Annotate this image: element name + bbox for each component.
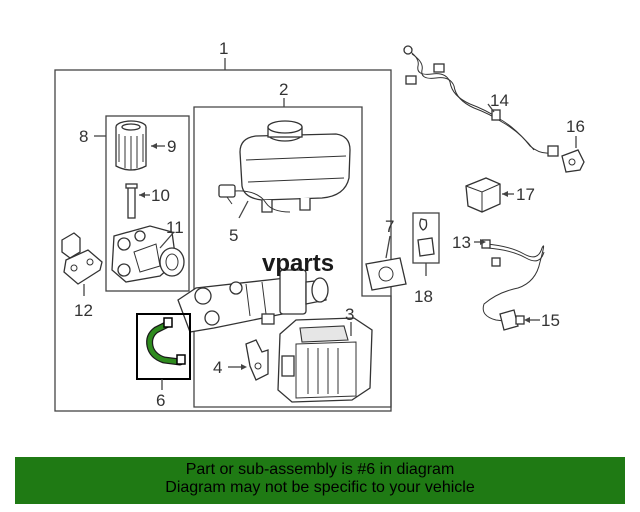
accumulator-cap [115, 120, 147, 171]
clip-set [417, 218, 435, 257]
callout-15[interactable]: 15 [541, 311, 560, 330]
level-sensor-connector [218, 184, 291, 213]
banner-line-2: Diagram may not be specific to your vehi… [165, 479, 475, 496]
callout-12[interactable]: 12 [74, 301, 93, 320]
callout-3[interactable]: 3 [345, 305, 354, 324]
abs-actuator [277, 317, 373, 403]
callout-9[interactable]: 9 [167, 137, 176, 156]
callout-13[interactable]: 13 [452, 233, 471, 252]
callout-14[interactable]: 14 [490, 91, 509, 110]
assembly-1-frame [54, 69, 392, 412]
wire-harness-13 [481, 239, 545, 331]
callout-17[interactable]: 17 [516, 185, 535, 204]
mounting-bracket [61, 232, 103, 285]
assembly-8-frame [105, 115, 190, 292]
assembly-2-frame [193, 106, 392, 408]
callout-18[interactable]: 18 [414, 287, 433, 306]
pump-motor [111, 225, 185, 283]
callout-7[interactable]: 7 [385, 217, 394, 236]
callout-6[interactable]: 6 [156, 391, 165, 410]
info-banner: Part or sub-assembly is #6 in diagram Di… [15, 457, 625, 504]
brake-fluid-reservoir [239, 120, 351, 213]
gasket [365, 257, 407, 291]
callout-5[interactable]: 5 [229, 226, 238, 245]
callout-8[interactable]: 8 [79, 127, 88, 146]
master-cylinder [177, 269, 329, 333]
bracket-16 [561, 149, 585, 173]
brake-tube-part-6[interactable] [146, 317, 186, 366]
part-6-highlight-box [136, 313, 191, 380]
callout-2[interactable]: 2 [279, 80, 288, 99]
callout-10[interactable]: 10 [151, 186, 170, 205]
relay-17 [465, 177, 501, 213]
bolt-10 [125, 183, 138, 219]
wire-harness-14 [403, 45, 559, 157]
callout-4[interactable]: 4 [213, 358, 222, 377]
callout-1[interactable]: 1 [219, 39, 228, 58]
callout-11[interactable]: 11 [166, 218, 184, 237]
banner-line-1: Part or sub-assembly is #6 in diagram [185, 461, 455, 478]
callout-16[interactable]: 16 [566, 117, 585, 136]
actuator-bracket [245, 339, 269, 381]
vparts-watermark: vparts [262, 250, 334, 277]
